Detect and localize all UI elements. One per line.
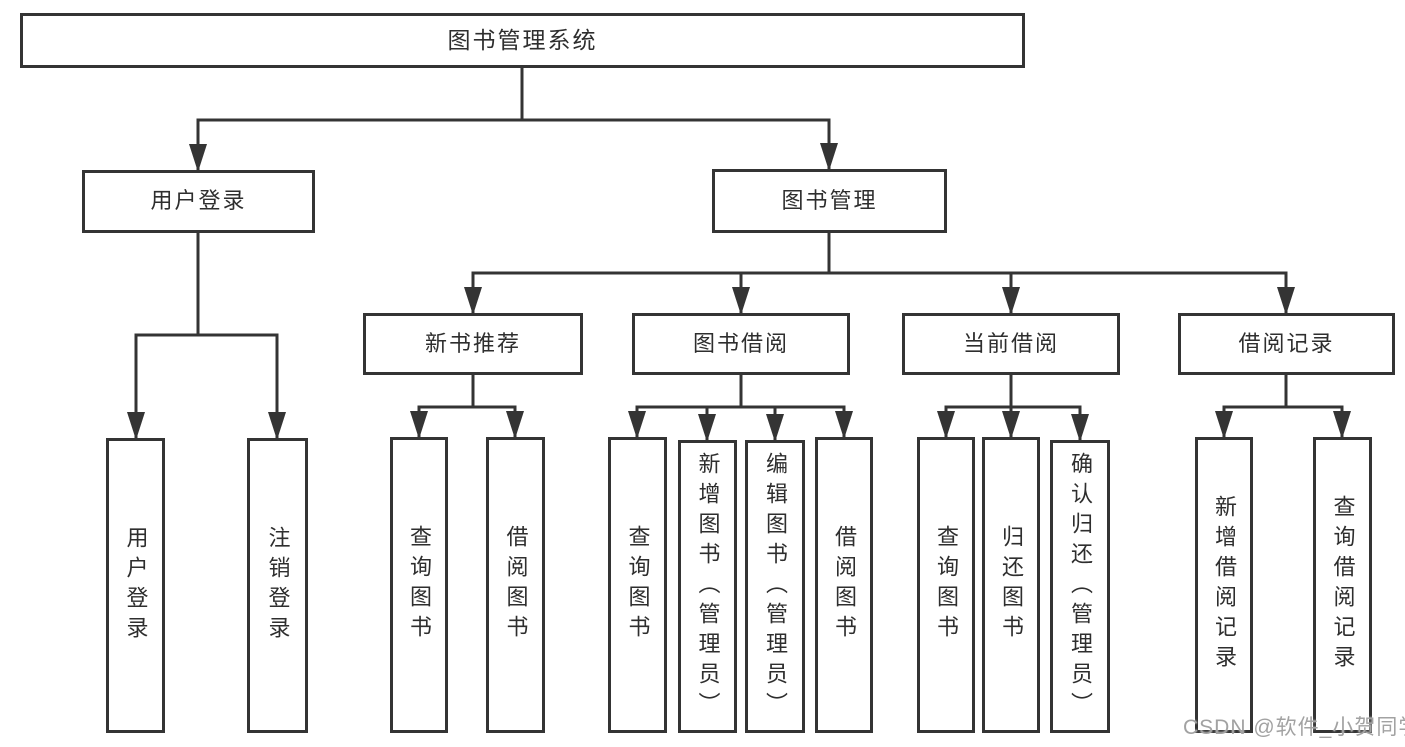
connector-login-to-leaves <box>127 233 286 440</box>
node-query-books-under-borrow: 查询图书 <box>608 437 667 733</box>
connector-line <box>635 375 846 441</box>
connector-mgmt-to-level3 <box>464 233 1295 315</box>
arrowhead-down <box>506 411 524 439</box>
arrowhead-down <box>766 414 784 442</box>
node-edit-book-admin: 编辑图书（管理员） <box>745 440 805 733</box>
connector-line <box>196 68 831 171</box>
node-borrow-books-under-newbook: 借阅图书 <box>486 437 545 733</box>
connector-line <box>417 375 517 438</box>
connector-newbook-to-leaves <box>410 375 524 439</box>
node-return-books: 归还图书 <box>982 437 1040 733</box>
arrowhead-down <box>1215 411 1233 439</box>
node-add-book-admin: 新增图书（管理员） <box>678 440 737 733</box>
node-new-book-recommendation: 新书推荐 <box>363 313 583 375</box>
arrowhead-down <box>1277 287 1295 315</box>
arrowhead-down <box>410 411 428 439</box>
node-user-login-leaf: 用户登录 <box>106 438 165 733</box>
node-library-management-system: 图书管理系统 <box>20 13 1025 68</box>
connector-line <box>471 233 1288 314</box>
arrowhead-down <box>127 412 145 440</box>
arrowhead-down <box>732 287 750 315</box>
arrowhead-down <box>937 411 955 439</box>
connector-borrow-to-leaves <box>628 375 853 442</box>
node-current-borrowing: 当前借阅 <box>902 313 1120 375</box>
csdn-watermark: CSDN @软件_小贺同学 <box>1183 716 1405 739</box>
arrowhead-down <box>1002 411 1020 439</box>
connector-records-to-leaves <box>1215 375 1351 439</box>
connector-line <box>134 233 279 439</box>
node-query-books-under-newbook: 查询图书 <box>390 437 448 733</box>
connector-root-to-level2 <box>189 68 838 172</box>
node-book-borrowing: 图书借阅 <box>632 313 850 375</box>
arrowhead-down <box>1333 411 1351 439</box>
arrowhead-down <box>1002 287 1020 315</box>
node-add-borrow-record: 新增借阅记录 <box>1195 437 1253 733</box>
node-book-management: 图书管理 <box>712 169 947 233</box>
arrowhead-down <box>835 411 853 439</box>
node-confirm-return-admin: 确认归还（管理员） <box>1050 440 1110 733</box>
node-logout-leaf: 注销登录 <box>247 438 308 733</box>
node-borrowing-records: 借阅记录 <box>1178 313 1395 375</box>
node-query-borrow-record: 查询借阅记录 <box>1313 437 1372 733</box>
connector-line <box>1222 375 1344 438</box>
node-query-books-under-current: 查询图书 <box>917 437 975 733</box>
arrowhead-down <box>628 411 646 439</box>
arrowhead-down <box>1071 414 1089 442</box>
arrowhead-down <box>698 414 716 442</box>
node-user-login: 用户登录 <box>82 170 315 233</box>
arrowhead-down <box>464 287 482 315</box>
arrowhead-down <box>189 144 207 172</box>
node-borrow-books-under-borrow: 借阅图书 <box>815 437 873 733</box>
arrowhead-down <box>820 143 838 171</box>
connector-current-to-leaves <box>937 375 1089 442</box>
arrowhead-down <box>268 412 286 440</box>
